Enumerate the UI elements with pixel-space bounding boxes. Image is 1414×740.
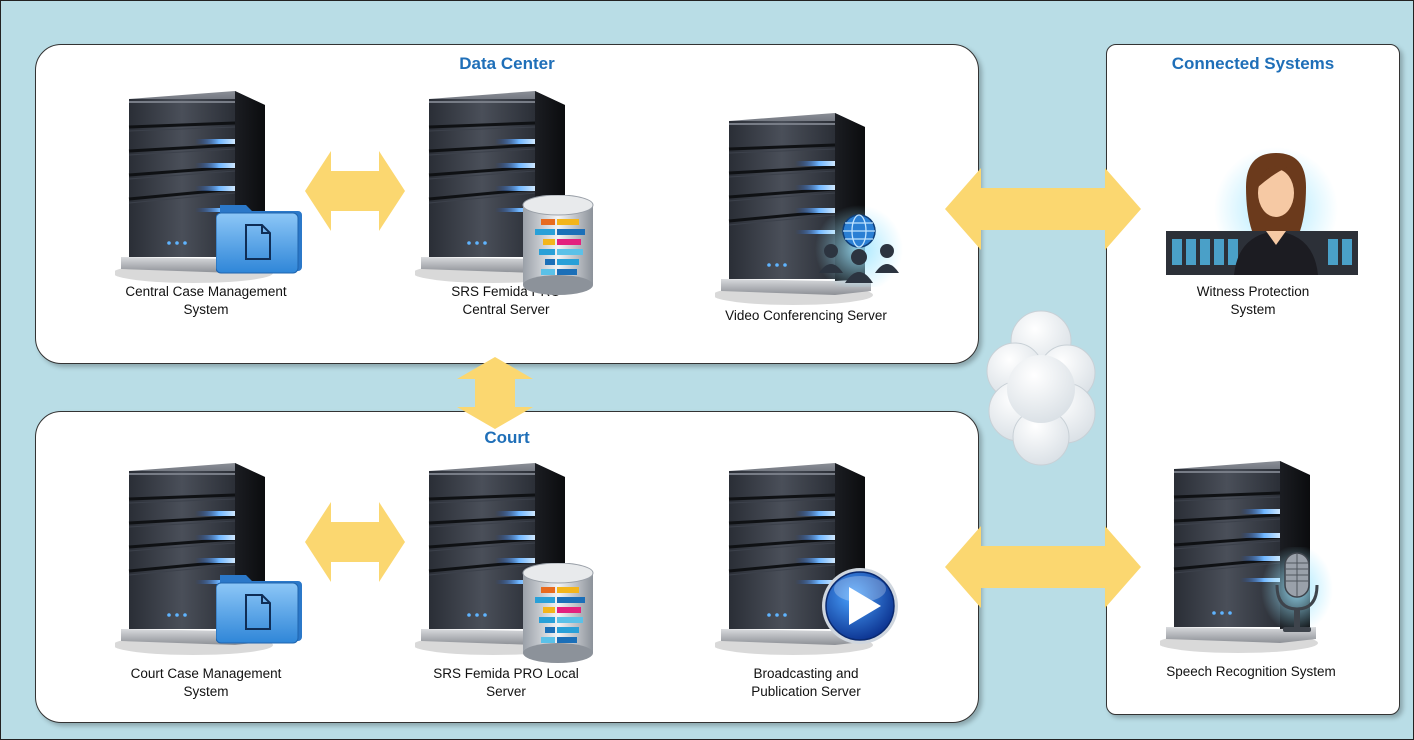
node-label: Central Case Management System — [125, 284, 287, 317]
folder-icon — [216, 574, 303, 644]
person-icon — [1166, 147, 1358, 275]
arrow-cms-central — [305, 151, 405, 231]
witness-protection-node: Witness Protection System — [1148, 147, 1358, 319]
court-title: Court — [484, 428, 530, 447]
node-label: Court Case Management System — [130, 666, 282, 699]
central-server-node: SRS Femida PRO Central Server — [401, 87, 611, 319]
globe-people-icon — [815, 205, 903, 287]
arrow-broadcast-speech — [945, 526, 1141, 608]
play-icon — [822, 568, 898, 644]
arrow-cms-local — [305, 502, 405, 582]
data-center-title: Data Center — [459, 54, 555, 73]
connected-systems-title: Connected Systems — [1171, 54, 1335, 73]
video-conferencing-node: Video Conferencing Server — [701, 109, 911, 325]
node-label: Witness Protection System — [1196, 284, 1310, 317]
microphone-icon — [1261, 547, 1333, 633]
central-case-management-node: Central Case Management System — [101, 87, 311, 319]
cloud-icon — [986, 310, 1096, 466]
court-case-management-node: Court Case Management System — [101, 459, 311, 701]
speech-recognition-node: Speech Recognition System — [1146, 457, 1356, 681]
node-label: Speech Recognition System — [1166, 664, 1336, 679]
local-server-node: SRS Femida PRO Local Server — [401, 459, 611, 701]
node-label: SRS Femida PRO Local Server — [433, 666, 579, 699]
database-icon — [522, 563, 594, 664]
arrow-central-local — [457, 357, 533, 429]
node-label: Video Conferencing Server — [725, 308, 887, 323]
arrow-video-witness — [945, 168, 1141, 250]
folder-icon — [216, 204, 303, 274]
node-label: Broadcasting and Publication Server — [751, 666, 861, 699]
broadcasting-node: Broadcasting and Publication Server — [701, 459, 911, 701]
database-icon — [522, 195, 594, 296]
